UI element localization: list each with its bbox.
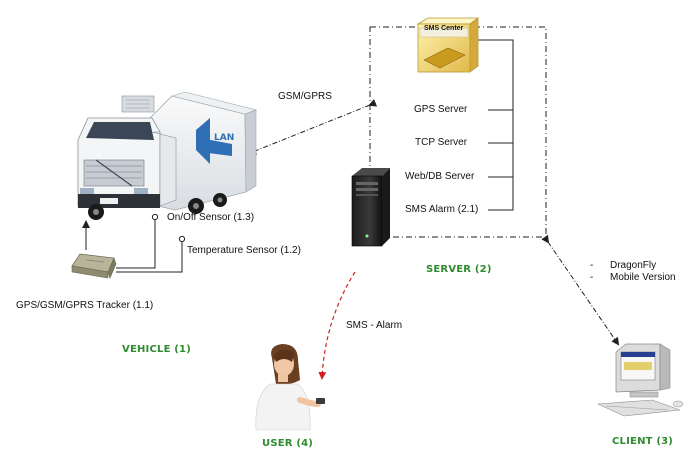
truck-icon: LAN — [77, 91, 258, 220]
client-link — [541, 234, 620, 346]
vehicle-group-label: VEHICLE (1) — [122, 344, 191, 355]
sms-center-label: SMS Center — [424, 25, 464, 32]
tcp-server-label: TCP Server — [415, 137, 468, 148]
user-woman-icon — [255, 344, 325, 431]
client-version-list: -DragonFly -Mobile Version — [590, 260, 676, 284]
gps-server-label: GPS Server — [414, 104, 468, 115]
gsm-gprs-link — [248, 99, 378, 155]
web-db-server-label: Web/DB Server — [405, 171, 475, 182]
sms-alarm-link — [318, 271, 356, 380]
tracker-label: GPS/GSM/GPRS Tracker (1.1) — [16, 300, 154, 311]
tracker-device-icon — [71, 253, 117, 279]
client-item-dragonfly: -DragonFly — [590, 260, 657, 271]
client-item-mobile: -Mobile Version — [590, 272, 676, 283]
user-group-label: USER (4) — [262, 438, 314, 449]
client-group-label: CLIENT (3) — [612, 436, 674, 447]
temperature-sensor-label: Temperature Sensor (1.2) — [187, 245, 301, 256]
gsm-gprs-label: GSM/GPRS — [278, 91, 332, 102]
on-off-sensor-label: On/Off Sensor (1.3) — [167, 212, 255, 223]
sms-alarm-link-label: SMS - Alarm — [346, 320, 403, 331]
vehicle-wiring — [82, 213, 186, 273]
sms-center-icon — [416, 17, 480, 73]
sms-alarm-component-label: SMS Alarm (2.1) — [405, 204, 479, 215]
client-computer-icon — [596, 343, 684, 417]
svg-text:LAN: LAN — [214, 133, 234, 143]
server-bus — [470, 39, 514, 211]
server-tower-icon — [351, 168, 390, 247]
server-group-label: SERVER (2) — [426, 264, 492, 275]
